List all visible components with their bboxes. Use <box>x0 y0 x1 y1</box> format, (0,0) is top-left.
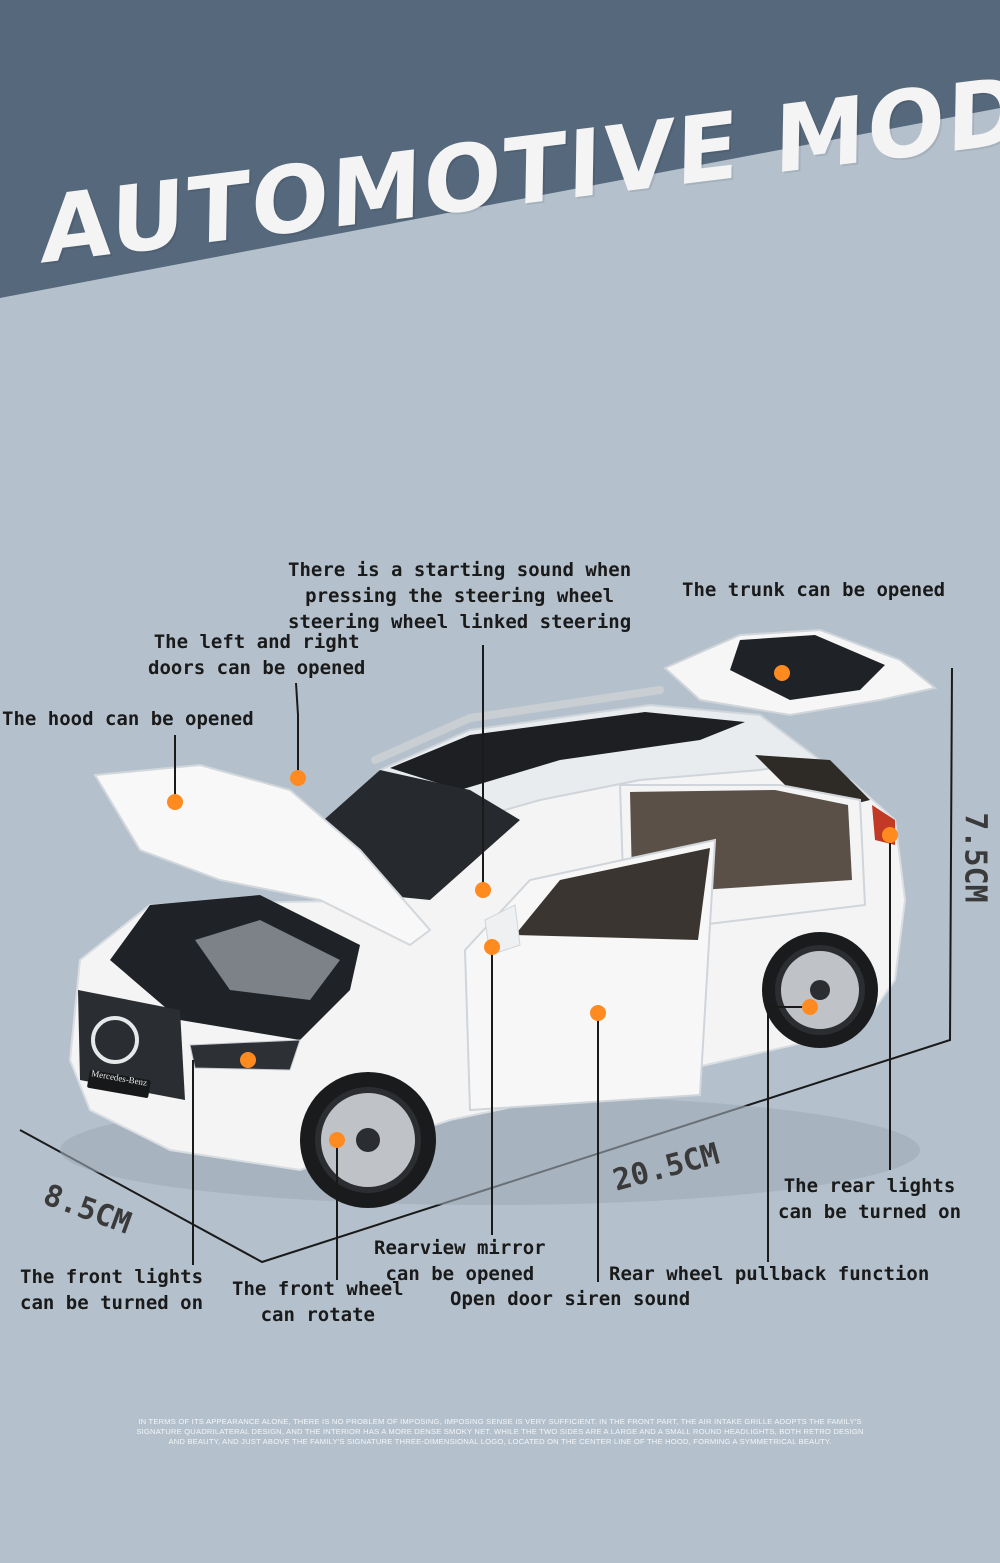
label-line: There is a starting sound when <box>288 559 632 581</box>
footer-line: IN TERMS OF ITS APPEARANCE ALONE, THERE … <box>138 1417 862 1426</box>
trunk-glass <box>730 635 885 700</box>
grille-logo <box>91 1016 139 1064</box>
label-line: The rear lights <box>783 1175 956 1197</box>
marker-doors <box>290 770 306 786</box>
label-line: doors can be opened <box>148 657 366 679</box>
label-hood: The hood can be opened <box>2 708 254 730</box>
label-starting-sound: There is a starting sound when pressing … <box>288 557 631 635</box>
hood <box>93 763 432 947</box>
label-front-lights: The front lights can be turned on <box>20 1264 203 1316</box>
marker-front-wheel <box>329 1132 345 1148</box>
footer-line: SIGNATURE QUADRILATERAL DESIGN, AND THE … <box>136 1427 864 1436</box>
callout-lines <box>174 645 891 1282</box>
glass-roof <box>390 712 745 790</box>
label-trunk: The trunk can be opened <box>682 579 946 601</box>
label-open-door-sound: Open door siren sound <box>450 1288 691 1310</box>
label-line: Rearview mirror <box>374 1237 546 1259</box>
label-line: steering wheel linked steering <box>288 611 632 633</box>
engine-cover <box>195 920 340 1000</box>
roof-rail <box>371 686 664 764</box>
license-plate <box>87 1070 151 1098</box>
label-line: The front wheel <box>232 1278 404 1300</box>
marker-trunk <box>774 665 790 681</box>
footer-line: AND BEAUTY, AND JUST ABOVE THE FAMILY'S … <box>168 1437 832 1446</box>
marker-hood <box>167 794 183 810</box>
label-line: pressing the steering wheel <box>305 585 615 607</box>
front-door-window <box>515 848 710 940</box>
label-line: can be turned on <box>20 1292 204 1314</box>
label-line: can rotate <box>260 1304 375 1326</box>
car-model <box>68 628 938 1208</box>
label-rear-wheel: Rear wheel pullback function <box>609 1263 930 1285</box>
top-band <box>0 0 1000 298</box>
rear-hub <box>810 980 830 1000</box>
label-line: can be opened <box>385 1263 535 1285</box>
label-line: can be turned on <box>778 1201 962 1223</box>
front-hub <box>356 1128 380 1152</box>
label-line: The front lights <box>20 1266 204 1288</box>
marker-rear-wheel <box>802 999 818 1015</box>
label-rearview-mirror: Rearview mirror can be opened <box>374 1235 546 1287</box>
label-rear-lights: The rear lights can be turned on <box>778 1173 961 1225</box>
label-line: The left and right <box>153 631 360 653</box>
marker-mirror <box>484 939 500 955</box>
dimension-height: 7.5CM <box>957 812 993 903</box>
marker-rear-lights <box>882 827 898 843</box>
label-doors: The left and right doors can be opened <box>148 629 365 681</box>
rear-quarter-window <box>755 755 870 805</box>
feature-markers <box>167 665 898 1148</box>
marker-steering <box>475 882 491 898</box>
label-front-wheel: The front wheel can rotate <box>232 1276 404 1328</box>
marker-front-lights <box>240 1052 256 1068</box>
marker-door-sound <box>590 1005 606 1021</box>
page-title: AUTOMOTIVE MODEL <box>30 41 1000 338</box>
footer-description: IN TERMS OF ITS APPEARANCE ALONE, THERE … <box>60 1417 940 1447</box>
